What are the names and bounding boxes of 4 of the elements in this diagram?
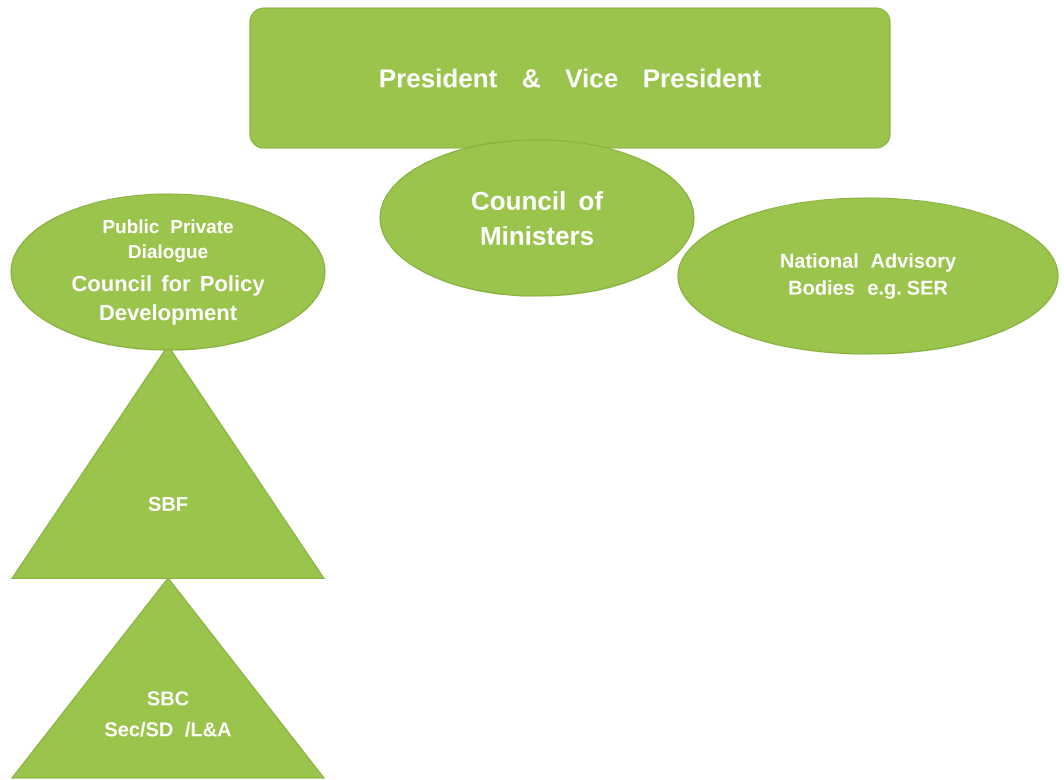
rounded-box: President & Vice President: [249, 7, 891, 149]
ellipse-node: Council of Ministers: [379, 139, 695, 297]
ellipse-node: National Advisory Bodies e.g. SER: [677, 197, 1059, 355]
ellipse-node: Public Private Dialogue Council for Policy Development: [10, 193, 326, 351]
